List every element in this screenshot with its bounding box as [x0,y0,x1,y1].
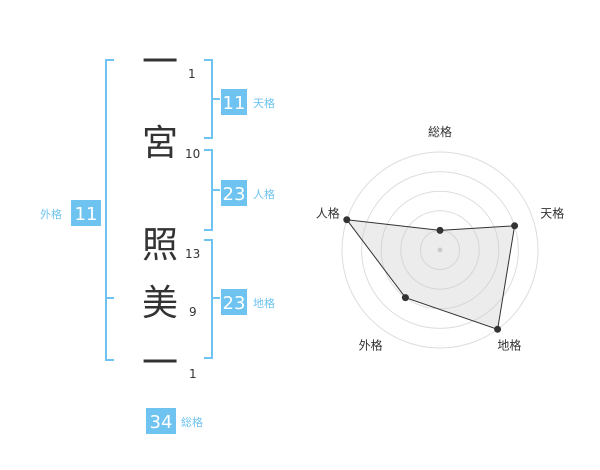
chikaku-value: 23 [223,293,246,314]
soukaku-badge: 34 総格 [146,408,203,434]
gaikaku-label: 外格 [40,207,62,221]
tenkaku-badge: 11 天格 [221,89,275,115]
radar-axis-label-4: 外格 [359,338,383,353]
tenkaku-value-box [221,89,247,115]
radar-point-5 [343,216,351,224]
chikaku-bracket [204,239,220,359]
radar-point-4 [401,294,409,302]
stroke-count-2: 10 [185,147,200,161]
gaikaku-value: 11 [75,204,98,225]
jinkaku-value-box [221,180,247,206]
radar-point-2 [511,222,519,230]
name-char-3: 照 [142,225,178,266]
name-char-2: 宮 [142,123,178,164]
name-column: 一 宮 照 美 一 [142,42,178,384]
soukaku-value: 34 [150,412,173,433]
radar-ring-5 [341,151,539,349]
radar-ring-3 [380,190,500,310]
soukaku-value-box [146,408,176,434]
stroke-counts: 1 10 13 9 1 [185,67,200,381]
radar-point-3 [494,325,502,333]
radar-point-1 [436,226,444,234]
chikaku-badge: 23 地格 [221,289,275,315]
tenkaku-label: 天格 [253,96,275,110]
chikaku-value-box [221,289,247,315]
jinkaku-value: 23 [223,184,246,205]
radar-center-dot [437,247,443,253]
jinkaku-bracket [204,149,220,231]
radar-axis-label-2: 天格 [540,206,564,221]
gaikaku-bracket [105,59,114,361]
soukaku-label: 総格 [181,415,203,429]
radar-axis-label-5: 人格 [316,206,340,221]
name-char-5: 一 [142,343,178,384]
radar-points [343,216,519,333]
stroke-count-4: 9 [189,305,197,319]
name-char-4: 美 [142,283,178,324]
tenkaku-bracket [204,59,220,139]
stroke-count-1: 1 [188,67,196,81]
radar-ring-4 [361,171,519,329]
stroke-count-3: 13 [185,247,200,261]
jinkaku-badge: 23 人格 [221,180,275,206]
radar-axis-label-1: 総格 [428,124,452,139]
stroke-count-5: 1 [189,367,197,381]
chikaku-label: 地格 [253,296,275,310]
radar-grid [341,151,539,349]
tenkaku-value: 11 [223,93,246,114]
jinkaku-label: 人格 [253,187,275,201]
gaikaku-value-box [71,200,101,226]
radar-ring-2 [400,210,480,290]
radar-axis-label-3: 地格 [497,338,521,353]
gaikaku-badge: 外格 11 [40,200,101,226]
name-char-1: 一 [142,42,178,83]
radar-area [345,219,516,330]
